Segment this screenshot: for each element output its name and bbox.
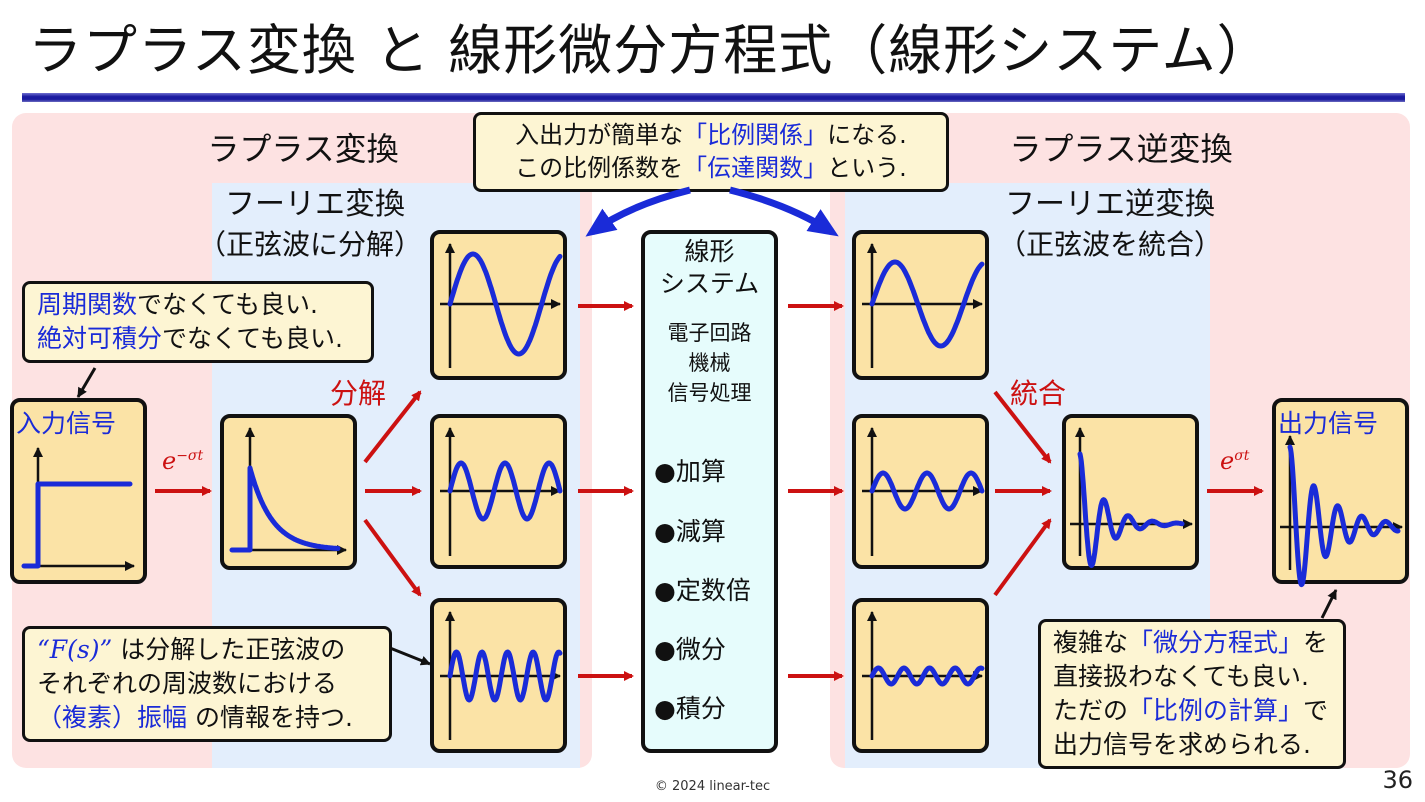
system-examples: 電子回路 機械 信号処理	[667, 321, 752, 405]
out-sine-wave-3	[869, 665, 985, 687]
copyright: © 2024 linear-tec	[654, 779, 771, 794]
sine-wave-2	[447, 460, 563, 522]
factor-in-label: e−σt	[162, 447, 204, 475]
system-op-scale: ●定数倍	[654, 576, 751, 605]
output-signal-label: 出力信号	[1278, 409, 1379, 438]
system-op-diff: ●微分	[654, 635, 726, 664]
bottom-right-callout: 複雑な「微分方程式」を 直接扱わなくても良い. ただの「比例の計算」で 出力信号…	[1038, 619, 1346, 769]
combined-wave	[1077, 451, 1185, 569]
step-wave	[21, 481, 133, 569]
bottom-left-callout: “F(s)” は分解した正弦波の それぞれの周波数における （複素）振幅 の情報…	[22, 626, 392, 742]
arrow-damped-to-sine3	[363, 518, 422, 597]
left-callout: 周期関数でなくても良い. 絶対可積分でなくても良い.	[22, 281, 374, 363]
integrate-label: 統合	[1010, 377, 1067, 410]
out-sine-wave-2	[869, 470, 985, 512]
laplace-heading: ラプラス変換	[207, 130, 399, 168]
page-number: 36	[1382, 766, 1413, 794]
sine-wave-1	[447, 251, 563, 357]
system-op-add: ●加算	[654, 457, 726, 486]
arrow-out3-to-comb	[993, 518, 1052, 597]
sine-wave-3	[447, 649, 563, 703]
arrow-out1-to-comb	[993, 390, 1052, 464]
bottom-right-callout-pointer	[1320, 589, 1338, 619]
inv-laplace-heading: ラプラス逆変換	[1009, 130, 1233, 168]
fourier-subheading: （正弦波に分解）	[197, 228, 422, 261]
transfer-arrow-right	[729, 186, 839, 237]
input-signal-label: 入力信号	[16, 409, 117, 438]
input-signal-box	[10, 398, 147, 584]
decay-wave	[229, 465, 341, 553]
arrow-damped-to-sine1	[363, 390, 422, 464]
output-wave	[1287, 444, 1401, 588]
damped-input-box	[220, 414, 357, 570]
decompose-label: 分解	[330, 377, 387, 410]
left-callout-pointer	[76, 367, 97, 398]
top-callout: 入出力が簡単な「比例関係」になる. この比例係数を「伝達関数」という.	[473, 112, 949, 192]
title-underline	[22, 93, 1405, 102]
system-title: 線形 システム	[659, 237, 760, 298]
fourier-heading: フーリエ変換	[225, 187, 405, 222]
combined-box	[1062, 414, 1199, 570]
out-sine-wave-1	[869, 259, 985, 349]
page-title: ラプラス変換 と 線形微分方程式（線形システム）	[28, 19, 1272, 82]
factor-out-label: eσt	[1220, 447, 1250, 475]
inv-fourier-subheading: （正弦波を統合）	[997, 228, 1222, 261]
linear-system-box	[641, 230, 778, 753]
inv-fourier-heading: フーリエ逆変換	[1005, 187, 1215, 222]
bottom-left-callout-pointer	[389, 646, 431, 666]
system-op-sub: ●減算	[654, 517, 726, 546]
system-op-int: ●積分	[654, 694, 726, 723]
transfer-arrow-left	[585, 186, 691, 237]
